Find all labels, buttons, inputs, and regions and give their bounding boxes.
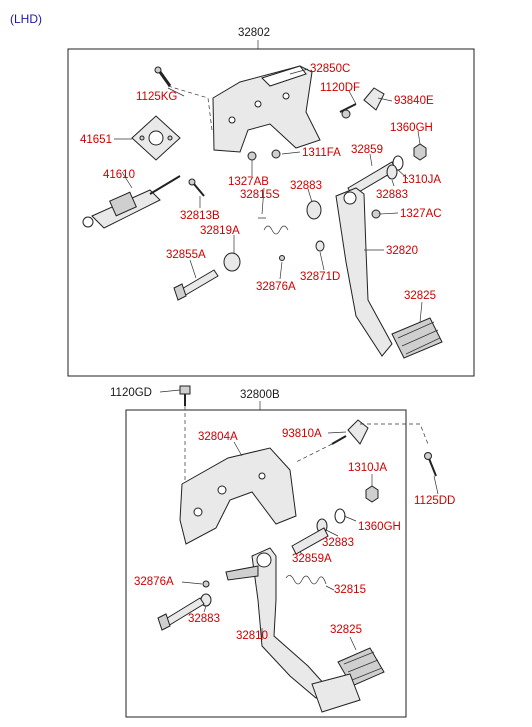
label-1125kg: 1125KG: [136, 91, 177, 103]
pivot-pipe-32859a: [291, 527, 329, 555]
return-spring-32815: [285, 575, 327, 585]
bolt-1125kg: [154, 66, 172, 87]
label-32883-lower-b: 32883: [188, 613, 220, 625]
upper-assembly: 32802: [67, 27, 475, 377]
nut-1310ja: [365, 485, 379, 503]
label-32825-lower: 32825: [330, 624, 362, 636]
label-32859: 32859: [351, 144, 383, 156]
label-32815s: 32815S: [240, 189, 280, 201]
variant-label: (LHD): [10, 12, 42, 26]
label-1360gh-upper: 1360GH: [390, 122, 433, 134]
brake-pedal-arm-32810: [225, 547, 327, 699]
bush-32871d: [315, 240, 325, 252]
label-41610: 41610: [103, 169, 135, 181]
label-32876a-upper: 32876A: [256, 281, 296, 293]
pivot-bolt-lower: [157, 597, 205, 631]
label-1310ja-lower: 1310JA: [348, 462, 387, 474]
label-1310ja-upper: 1310JA: [402, 174, 441, 186]
bolt-32855a: [173, 269, 219, 301]
upper-assembly-frame: [67, 48, 475, 377]
gasket-plate-41651: [131, 115, 181, 161]
bolt-1120gd: [179, 385, 191, 406]
label-32883-upper-a: 32883: [290, 180, 322, 192]
label-1327ac: 1327AC: [400, 208, 442, 220]
upper-assembly-title: 32802: [238, 27, 270, 39]
label-1120gd: 1120GD: [110, 387, 152, 399]
label-32819a: 32819A: [200, 225, 240, 237]
nut-1327ab: [247, 151, 257, 161]
bolt-1125dd: [424, 452, 437, 477]
clip-32876a-lower: [202, 580, 210, 588]
label-1360gh-lower: 1360GH: [358, 521, 401, 533]
pedal-foot-plate-lower: [311, 673, 361, 713]
lower-assembly-frame: [125, 409, 407, 718]
label-32855a: 32855A: [166, 249, 206, 261]
label-32813b: 32813B: [180, 210, 220, 222]
collar-32819a: [223, 252, 241, 272]
pedal-bracket-32850c: [212, 65, 321, 153]
label-41651: 41651: [80, 134, 112, 146]
clutch-pedal-arm-32820: [335, 187, 393, 357]
label-93810a: 93810A: [282, 428, 322, 440]
label-1125dd: 1125DD: [414, 495, 455, 507]
label-32883-lower-a: 32883: [322, 537, 354, 549]
nut-1327ac: [371, 209, 381, 219]
label-32825-upper: 32825: [404, 290, 436, 302]
label-32820: 32820: [386, 245, 418, 257]
label-1327ab: 1327AB: [228, 176, 269, 188]
label-93840e: 93840E: [394, 95, 434, 107]
label-32871d: 32871D: [300, 271, 340, 283]
label-32850c: 32850C: [310, 63, 350, 75]
bolt-32813b: [188, 178, 205, 197]
washer-1360gh: [334, 508, 346, 524]
label-32883-upper-b: 32883: [376, 189, 408, 201]
pedal-pad-32825: [391, 317, 443, 359]
label-32859a: 32859A: [292, 553, 332, 565]
label-32876a-lower: 32876A: [134, 576, 174, 588]
lower-assembly: 32800B: [125, 385, 439, 718]
label-1120df: 1120DF: [320, 82, 360, 94]
label-32804a: 32804A: [198, 431, 238, 443]
clip-32876a: [279, 255, 285, 261]
return-spring-32815s: [258, 217, 289, 235]
bush-32883-b: [386, 164, 398, 180]
lower-assembly-title: 32800B: [240, 389, 280, 401]
nut-1360gh: [413, 143, 427, 161]
label-32815: 32815: [334, 584, 366, 596]
label-32810: 32810: [236, 630, 268, 642]
pedal-bracket-32804a: [179, 447, 297, 545]
stop-lamp-switch-93810a: [331, 419, 369, 445]
nut-1311fa: [271, 149, 281, 159]
stop-lamp-switch-93840e: [339, 87, 385, 119]
label-1311fa: 1311FA: [302, 147, 341, 159]
clutch-master-cylinder-41610: [82, 175, 181, 229]
bush-32883-a: [306, 200, 322, 220]
